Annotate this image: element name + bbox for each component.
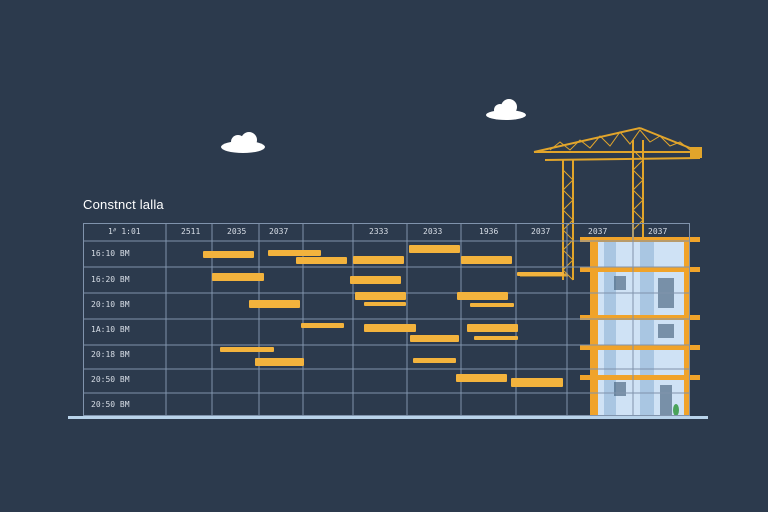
- task-bar: [301, 323, 344, 328]
- row-label: 20:18 BM: [91, 350, 130, 359]
- column-header: 2037: [648, 227, 668, 236]
- task-bar: [474, 336, 518, 340]
- task-bar: [456, 374, 507, 382]
- task-bar: [461, 256, 512, 264]
- column-header: 2035: [227, 227, 247, 236]
- task-bar: [355, 292, 406, 300]
- building-icon: [580, 237, 700, 416]
- column-header: 2511: [181, 227, 201, 236]
- task-bar: [249, 300, 300, 308]
- column-header: 2333: [369, 227, 389, 236]
- task-bar: [364, 302, 406, 306]
- column-header: 2037: [269, 227, 289, 236]
- task-bar: [409, 245, 460, 253]
- diagram-title: Constnct lalla: [83, 197, 164, 212]
- row-label: 1A:10 BM: [91, 325, 130, 334]
- task-bar: [255, 358, 304, 366]
- row-label: 16:10 BM: [91, 249, 130, 258]
- row-label: 16:20 BM: [91, 275, 130, 284]
- task-bar: [296, 257, 347, 264]
- task-bar: [467, 324, 518, 332]
- task-bar: [511, 378, 563, 387]
- task-bar: [268, 250, 321, 256]
- schedule-grid: [83, 223, 690, 416]
- column-header: 2037: [588, 227, 608, 236]
- task-bar: [364, 324, 416, 332]
- column-header: 1ᐥ 1:01: [108, 227, 141, 236]
- task-bar: [457, 292, 508, 300]
- task-bar: [212, 273, 264, 281]
- task-bar: [470, 303, 514, 307]
- cloud-icon: [221, 132, 265, 153]
- column-header: 2033: [423, 227, 443, 236]
- task-bar: [413, 358, 456, 363]
- task-bar: [353, 256, 404, 264]
- task-bar: [350, 276, 401, 284]
- ground-line: [68, 416, 708, 419]
- cloud-icon: [486, 99, 526, 120]
- row-label: 20:50 BM: [91, 400, 130, 409]
- task-bar: [203, 251, 254, 258]
- task-bar: [220, 347, 274, 352]
- row-label: 20:50 BM: [91, 375, 130, 384]
- task-bar: [517, 272, 564, 276]
- task-bar: [410, 335, 459, 342]
- column-header: 1936: [479, 227, 499, 236]
- column-header: 2037: [531, 227, 551, 236]
- row-label: 20:10 BM: [91, 300, 130, 309]
